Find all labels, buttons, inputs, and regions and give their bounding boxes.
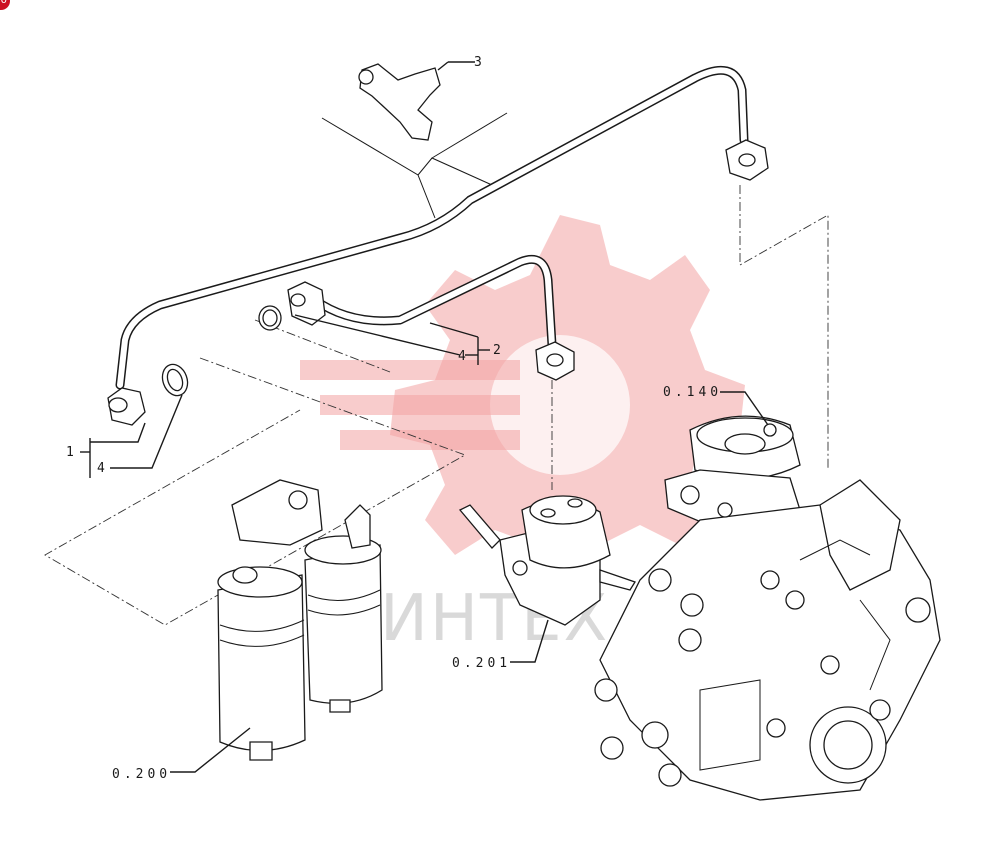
watermark-logo: [300, 215, 745, 585]
callout-4-lower: 4: [97, 461, 109, 476]
alignment-lines: [44, 185, 829, 626]
pipe-clamp: [358, 63, 441, 141]
callout-4-upper: 4: [458, 349, 470, 364]
section-lines: [321, 112, 508, 219]
corner-badge: 0: [0, 0, 10, 10]
fuel-pipe-long: [107, 65, 769, 426]
callout-3: 3: [474, 55, 486, 70]
banjo-fitting-short-left: [287, 281, 326, 326]
leader-lines: [80, 61, 769, 773]
callout-ref-0-201: 0.201: [452, 656, 511, 671]
fuel-pipe-short: [287, 254, 575, 381]
callout-ref-0-200: 0.200: [112, 767, 171, 782]
fuel-filter-assembly: [217, 479, 383, 761]
callout-ref-0-140: 0.140: [663, 385, 722, 400]
callout-2: 2: [493, 343, 505, 358]
sealing-washers: [161, 305, 282, 397]
lift-pump: [458, 495, 636, 626]
injection-pump: [594, 415, 941, 801]
callout-1: 1: [66, 445, 78, 460]
